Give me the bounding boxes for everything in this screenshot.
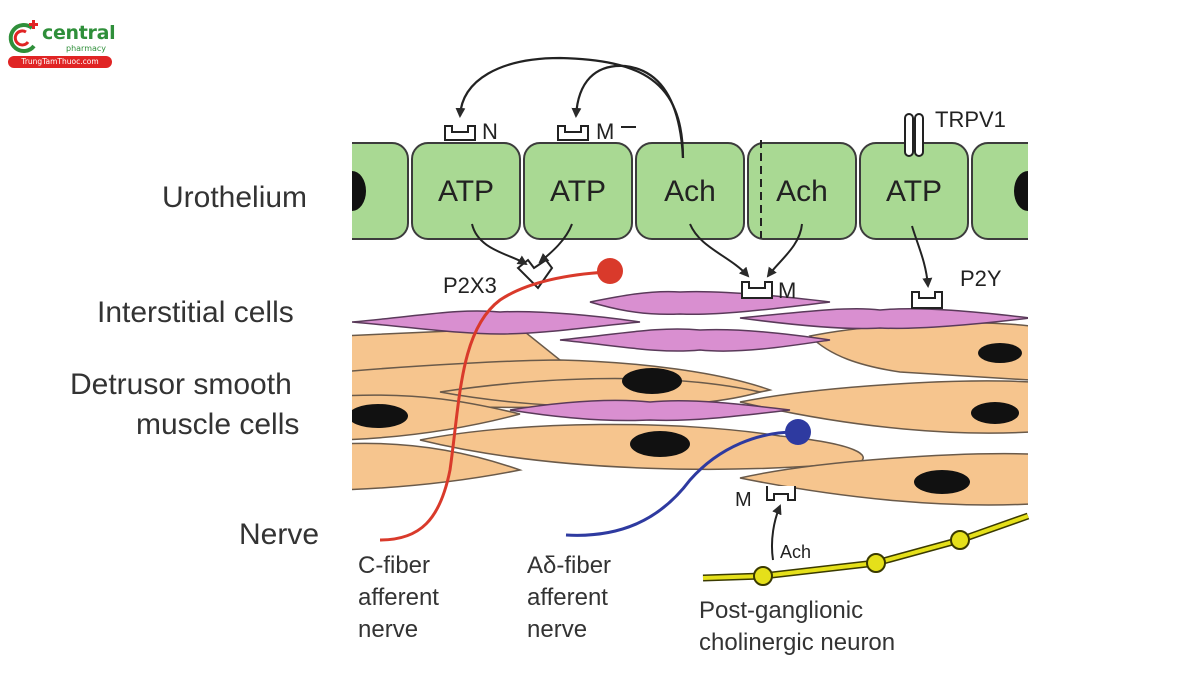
m-receptor-bottom-icon xyxy=(766,486,796,501)
a-delta-label-2: afferent xyxy=(527,584,608,611)
label-detrusor-line1: Detrusor smooth xyxy=(70,368,292,401)
c-fiber-label-2: afferent xyxy=(358,584,439,611)
receptor-n-label: N xyxy=(482,119,498,144)
label-interstitial-cells: Interstitial cells xyxy=(97,296,294,329)
label-detrusor-line2: muscle cells xyxy=(136,408,299,441)
neuron-line-outline xyxy=(702,512,1030,582)
p2x3-label: P2X3 xyxy=(443,273,497,298)
ach-bottom-label: Ach xyxy=(780,542,811,562)
urothelium-layer xyxy=(352,142,1028,240)
cell-label: ATP xyxy=(550,175,606,208)
ach-to-m-mid-arrow xyxy=(689,223,750,278)
c-fiber-label-3: nerve xyxy=(358,616,418,643)
p2y-receptor-icon xyxy=(911,291,943,309)
neuron-varicosities xyxy=(753,530,970,586)
logo-brand: central xyxy=(42,22,116,44)
n-receptor-icon xyxy=(444,125,476,141)
atp-to-p2y-arrow xyxy=(911,225,933,288)
logo-subtitle: pharmacy xyxy=(66,44,107,53)
neuron-label-1: Post-ganglionic xyxy=(699,597,863,624)
trpv1-label: TRPV1 xyxy=(935,107,1006,132)
cell-label: ATP xyxy=(886,175,942,208)
a-delta-fiber-ending xyxy=(785,419,811,445)
neuron-label-2: cholinergic neuron xyxy=(699,629,895,656)
a-delta-fiber-line xyxy=(565,430,796,537)
logo-url: TrungTamThuoc.com xyxy=(8,56,112,68)
m-receptor-mid-icon xyxy=(741,281,773,299)
atp2-to-p2x3-arrow xyxy=(538,223,573,264)
trpv1-channel-icon xyxy=(904,113,924,157)
ach-to-m-arrow xyxy=(571,64,685,159)
label-nerve: Nerve xyxy=(239,518,319,551)
edge-nucleus-right xyxy=(1014,171,1028,211)
receptor-m-top-label: M xyxy=(596,119,614,144)
central-pharmacy-logo: central pharmacy TrungTamThuoc.com xyxy=(4,18,116,70)
cell-label: Ach xyxy=(664,175,716,208)
atp-to-p2x3-arrow xyxy=(471,223,528,266)
smooth-muscle-layer xyxy=(352,322,1028,506)
cell-label: ATP xyxy=(438,175,494,208)
neuron-line xyxy=(702,514,1029,580)
a-delta-label-1: Aδ-fiber xyxy=(527,552,611,579)
c-fiber-ending xyxy=(597,258,623,284)
a-delta-label-3: nerve xyxy=(527,616,587,643)
ach-release-arrow xyxy=(770,504,782,561)
pharmacy-cross-icon xyxy=(8,20,38,54)
receptor-m-mid-label: M xyxy=(778,278,796,303)
m-receptor-icon xyxy=(557,125,589,141)
c-fiber-label-1: C-fiber xyxy=(358,552,430,579)
label-urothelium: Urothelium xyxy=(162,181,307,214)
ach2-to-m-mid-arrow xyxy=(766,223,803,278)
c-fiber-line xyxy=(379,270,608,542)
p2y-label: P2Y xyxy=(960,266,1002,291)
receptor-m-bottom-label: M xyxy=(735,489,752,511)
edge-nucleus-left xyxy=(352,171,366,211)
cell-label: Ach xyxy=(776,175,828,208)
muscle-nuclei xyxy=(352,343,1022,494)
